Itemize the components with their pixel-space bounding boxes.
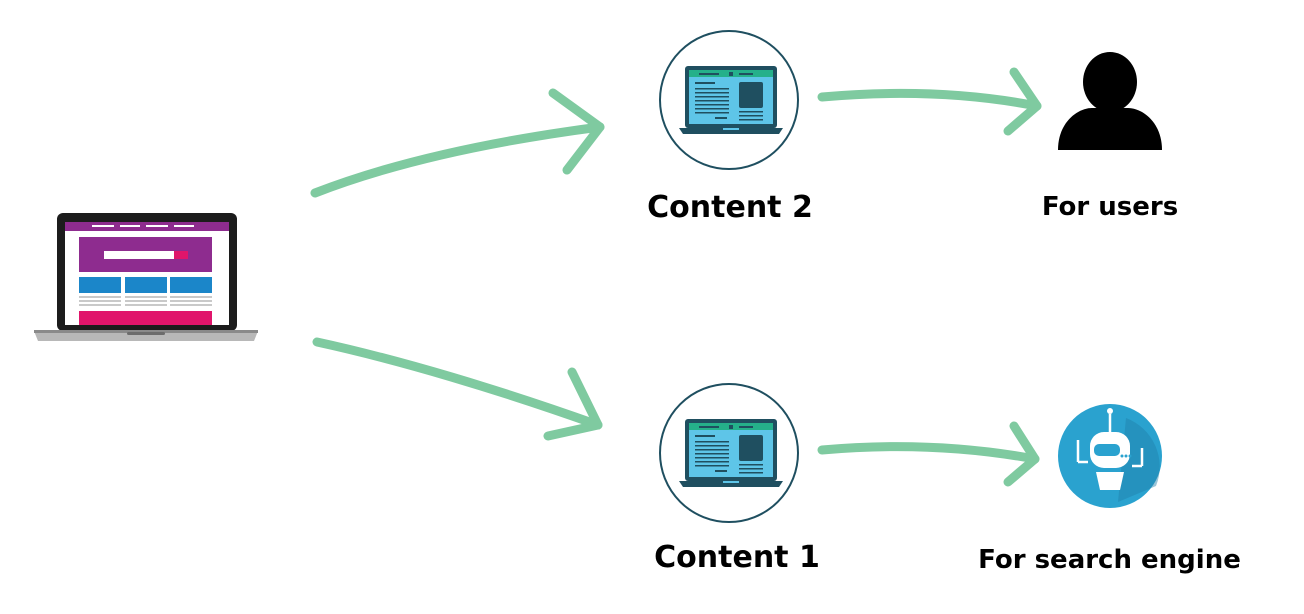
robot-icon <box>1058 404 1162 508</box>
content-1-label: Content 1 <box>654 540 820 575</box>
arrow-to-search-engine <box>817 421 1040 487</box>
content-1-circle <box>659 383 799 523</box>
arrow-to-users <box>817 67 1042 136</box>
users-label: For users <box>1041 192 1179 222</box>
laptop-website-icon <box>34 213 258 341</box>
laptop-content-icon <box>679 66 783 134</box>
laptop-content-icon <box>679 419 783 487</box>
content-2-circle <box>659 30 799 170</box>
arrow-to-content-1 <box>312 337 603 441</box>
content-2-label: Content 2 <box>647 190 813 225</box>
search-engine-label: For search engine <box>978 545 1241 575</box>
arrow-to-content-2 <box>310 88 605 198</box>
user-silhouette-icon <box>1058 52 1162 150</box>
